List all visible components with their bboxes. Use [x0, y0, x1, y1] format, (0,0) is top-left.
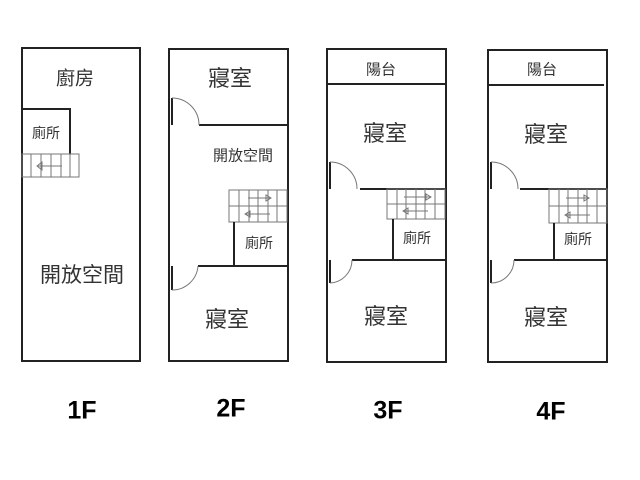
room-bedroom-back: 寢室: [364, 305, 408, 330]
outer-wall: [326, 48, 447, 363]
door-swing: [171, 97, 200, 126]
outer-wall: [21, 47, 141, 362]
staircase: [228, 189, 288, 223]
room-bedroom-front: 寢室: [208, 67, 252, 92]
floor-plan-2f: 寢室 開放空間 廁所 寢室 2F: [168, 48, 289, 423]
room-bedroom-back: 寢室: [524, 306, 568, 331]
floor-label-1f: 1F: [67, 397, 96, 425]
floor-label-4f: 4F: [536, 398, 565, 426]
room-toilet: 廁所: [564, 231, 592, 248]
floor-plan-4f: 陽台 寢室 廁所 寢室 4F: [487, 49, 608, 426]
room-toilet: 廁所: [32, 125, 60, 142]
floor-label-3f: 3F: [373, 397, 402, 425]
room-kitchen: 廚房: [56, 67, 94, 90]
room-balcony: 陽台: [527, 61, 557, 79]
room-toilet: 廁所: [245, 235, 273, 252]
floor-label-2f: 2F: [216, 395, 245, 423]
outer-wall: [168, 48, 289, 362]
room-bedroom-front: 寢室: [363, 122, 407, 147]
room-balcony: 陽台: [366, 61, 396, 79]
floor-plan-1f: 廚房 廁所 開放空間 1F: [21, 47, 141, 425]
room-toilet: 廁所: [403, 230, 431, 247]
room-open-space: 開放空間: [40, 263, 124, 287]
toilet-wall: [22, 108, 71, 154]
room-open-space: 開放空間: [213, 147, 273, 165]
room-bedroom-back: 寢室: [205, 308, 249, 333]
floor-plan-3f: 陽台 寢室 廁所 寢室 3F: [326, 48, 447, 425]
door-swing: [171, 265, 199, 291]
staircase: [386, 188, 446, 220]
staircase: [21, 153, 80, 178]
staircase: [548, 188, 608, 224]
room-bedroom-front: 寢室: [524, 123, 568, 148]
